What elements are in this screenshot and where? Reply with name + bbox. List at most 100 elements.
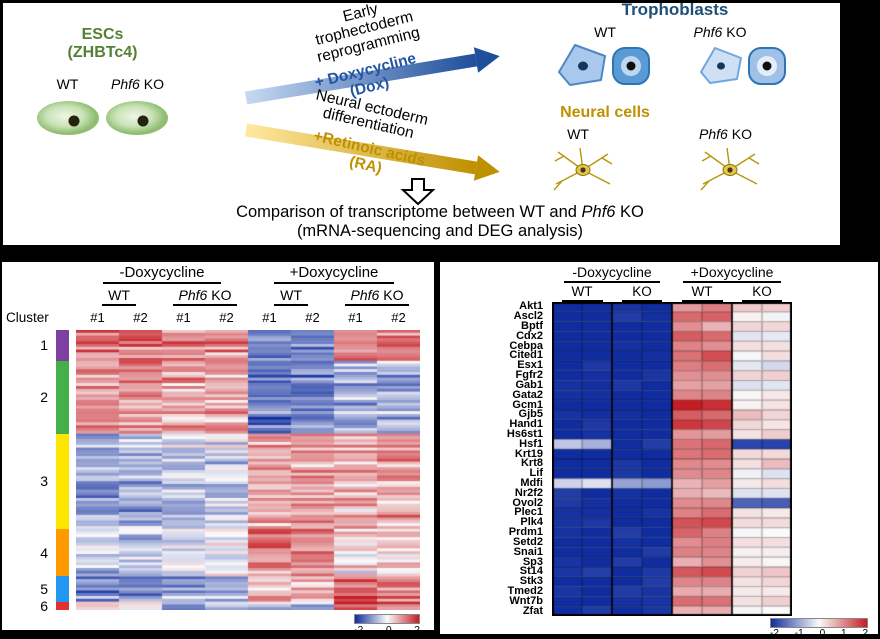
gene-label: Gab1 — [515, 378, 543, 391]
colorbar-tick: 2 — [862, 628, 868, 639]
schematic-panel: Trophoblasts WT Phf6 KO ESCs (ZHBTc4) WT… — [0, 0, 843, 248]
genotype-group: KO — [732, 284, 792, 302]
gene-label: Krt8 — [520, 457, 543, 470]
cluster-bar-segment — [56, 433, 69, 529]
replicate-label: #1 — [176, 310, 191, 325]
replicate-label: #2 — [305, 310, 320, 325]
gene-label: Ascl2 — [513, 310, 543, 323]
colorbar: -2 0 2 — [354, 614, 420, 636]
gene-heatmap-canvas — [552, 302, 792, 616]
colorbar-tick: 1 — [841, 628, 847, 639]
esc-cells-icon — [37, 101, 168, 135]
cluster-bar-segment — [56, 360, 69, 434]
phf6-italic: Phf6 — [350, 287, 380, 303]
neural-cells-title: Neural cells — [560, 104, 650, 121]
esc-wt-label: WT — [56, 76, 79, 92]
gene-label: Hsf1 — [519, 437, 543, 450]
gene-label: Esx1 — [517, 359, 543, 372]
cluster-color-bar — [56, 330, 69, 610]
cluster-number: 1 — [40, 337, 48, 354]
gene-label: Fgfr2 — [515, 369, 544, 382]
replicate-label: #1 — [262, 310, 277, 325]
cluster-bar-segment — [56, 528, 69, 577]
trophoblast-wt-label: WT — [594, 24, 616, 40]
conclusion-line2: (mRNA-sequencing and DEG analysis) — [296, 222, 584, 240]
colorbar-tick: -2 — [770, 628, 779, 639]
colorbar-gradient — [770, 618, 868, 628]
gene-label: Hs6st1 — [506, 427, 543, 440]
neural-ko-label: Phf6 KO — [678, 126, 773, 142]
retinoic-acid-arrow-icon — [244, 123, 500, 181]
conclusion-text-c: KO — [615, 203, 644, 221]
gene-label: Gata2 — [512, 388, 543, 401]
gene-label: Zfat — [522, 604, 543, 617]
nucleus-icon — [68, 115, 80, 127]
down-arrow-icon — [400, 178, 436, 206]
nucleus-icon — [580, 167, 586, 173]
neural-wt-label: WT — [567, 126, 589, 142]
phf6-italic: Phf6 — [178, 287, 208, 303]
genotype-group: Phf6 KO — [162, 287, 248, 306]
colorbar: -2 -1 0 1 2 — [770, 618, 868, 639]
replicate-header-row: #1#2#1#2#1#2#1#2 — [76, 310, 420, 325]
colorbar-tick: 2 — [414, 624, 420, 636]
nucleus-icon — [727, 167, 733, 173]
gene-label: Mdfi — [520, 477, 543, 490]
cluster-heatmap-canvas — [76, 330, 420, 610]
genotype-label: WT — [274, 287, 308, 306]
ko-suffix: KO — [727, 126, 752, 142]
replicate-label: #1 — [348, 310, 363, 325]
condition-group-label: -Doxycycline — [103, 264, 221, 284]
esc-wt-cell-icon — [37, 101, 99, 135]
replicate-label: #2 — [133, 310, 148, 325]
cluster-number: 5 — [40, 580, 48, 597]
nucleus-icon — [137, 115, 149, 127]
gene-label: Plec1 — [514, 506, 543, 519]
colorbar-tick: 0 — [385, 624, 392, 636]
genotype-group: WT — [672, 284, 732, 302]
gene-label: Ovol2 — [512, 496, 543, 509]
ko-suffix: KO — [139, 76, 164, 92]
gene-label: Wnt7b — [509, 594, 543, 607]
genotype-group: WT — [552, 284, 612, 302]
gene-label: Nr2f2 — [514, 486, 543, 499]
gene-label: Setd2 — [513, 535, 543, 548]
condition-header-row: -Doxycycline +Doxycycline — [76, 264, 420, 284]
condition-group: -Doxycycline — [76, 264, 248, 284]
replicate-label: #2 — [391, 310, 406, 325]
genotype-label: Phf6 KO — [172, 287, 238, 306]
replicate-label: #2 — [219, 310, 234, 325]
gene-label: Tmed2 — [507, 584, 543, 597]
condition-group: +Doxycycline — [248, 264, 420, 284]
condition-group-label: +Doxycycline — [682, 264, 782, 283]
colorbar-tick: -2 — [354, 624, 364, 636]
condition-group-label: +Doxycycline — [273, 264, 395, 284]
conclusion-text-a: Comparison of transcriptome between WT a… — [236, 203, 582, 221]
genotype-label: KO — [622, 284, 662, 302]
gene-label: Cited1 — [509, 349, 543, 362]
neuron-ko-icon — [700, 147, 760, 191]
gene-label: Prdm1 — [508, 526, 543, 539]
neuron-wt-icon — [553, 147, 613, 191]
gene-label: St14 — [519, 565, 543, 578]
gene-label: Cebpa — [509, 339, 543, 352]
genotype-label: KO — [742, 284, 782, 302]
colorbar-gradient — [354, 614, 420, 624]
colorbar-tick: 0 — [819, 628, 826, 639]
esc-ko-label: Phf6 KO — [100, 76, 175, 92]
gene-label: Hand1 — [509, 418, 543, 431]
trophoblast-wt-cells-icon — [558, 44, 650, 86]
neuron-icons — [553, 147, 760, 191]
cluster-number: 6 — [40, 597, 48, 614]
genotype-label: Phf6 KO — [344, 287, 410, 306]
colorbar-tick: -1 — [794, 628, 804, 639]
conclusion-line1: Comparison of transcriptome between WT a… — [0, 203, 880, 222]
cluster-number: 4 — [40, 544, 48, 561]
genotype-label: WT — [561, 284, 603, 302]
esc-ko-cell-icon — [106, 101, 168, 135]
condition-group-label: -Doxycycline — [564, 264, 660, 283]
